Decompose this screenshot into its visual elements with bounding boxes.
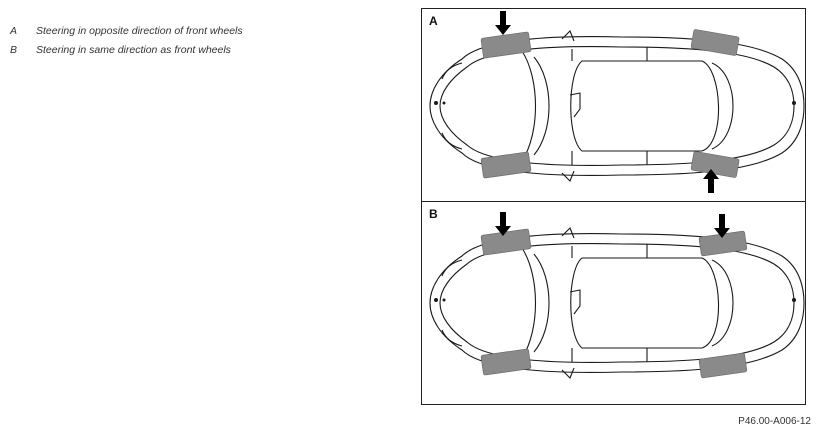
panel-b: B	[421, 202, 806, 405]
steering-arrows	[495, 11, 719, 193]
car-top-view-diagram	[429, 11, 805, 193]
car-body-outline	[429, 30, 805, 182]
legend-key: B	[10, 44, 18, 56]
wheel-front-right	[480, 151, 532, 179]
emblem-dot	[434, 101, 438, 105]
arrow-down	[495, 11, 511, 35]
wheel-rear-left	[690, 29, 740, 56]
panel-label: A	[429, 14, 438, 28]
steering-arrows	[495, 212, 730, 238]
arrow-down	[714, 214, 730, 238]
wheels	[480, 29, 740, 179]
legend-key: A	[10, 25, 18, 37]
wheel-front-left	[480, 31, 532, 59]
emblem-dot	[442, 101, 446, 105]
wheel-rear-right	[698, 352, 748, 379]
panel-label: B	[429, 207, 438, 221]
car-top-view-diagram	[429, 212, 805, 379]
legend-text: Steering in opposite direction of front …	[36, 25, 243, 37]
wheel-front-right	[480, 348, 532, 376]
emblem-dot	[792, 298, 796, 302]
arrow-up	[703, 169, 719, 193]
wheels	[480, 228, 748, 379]
emblem-dot	[442, 298, 446, 302]
figure-id: P46.00-A006-12	[738, 416, 811, 427]
car-body-outline	[429, 227, 805, 379]
legend-text: Steering in same direction as front whee…	[36, 44, 231, 56]
emblem-dot	[792, 101, 796, 105]
arrow-down	[495, 212, 511, 236]
emblem-dot	[434, 298, 438, 302]
panel-a: A	[421, 8, 806, 202]
wheel-rear-right	[690, 151, 740, 178]
